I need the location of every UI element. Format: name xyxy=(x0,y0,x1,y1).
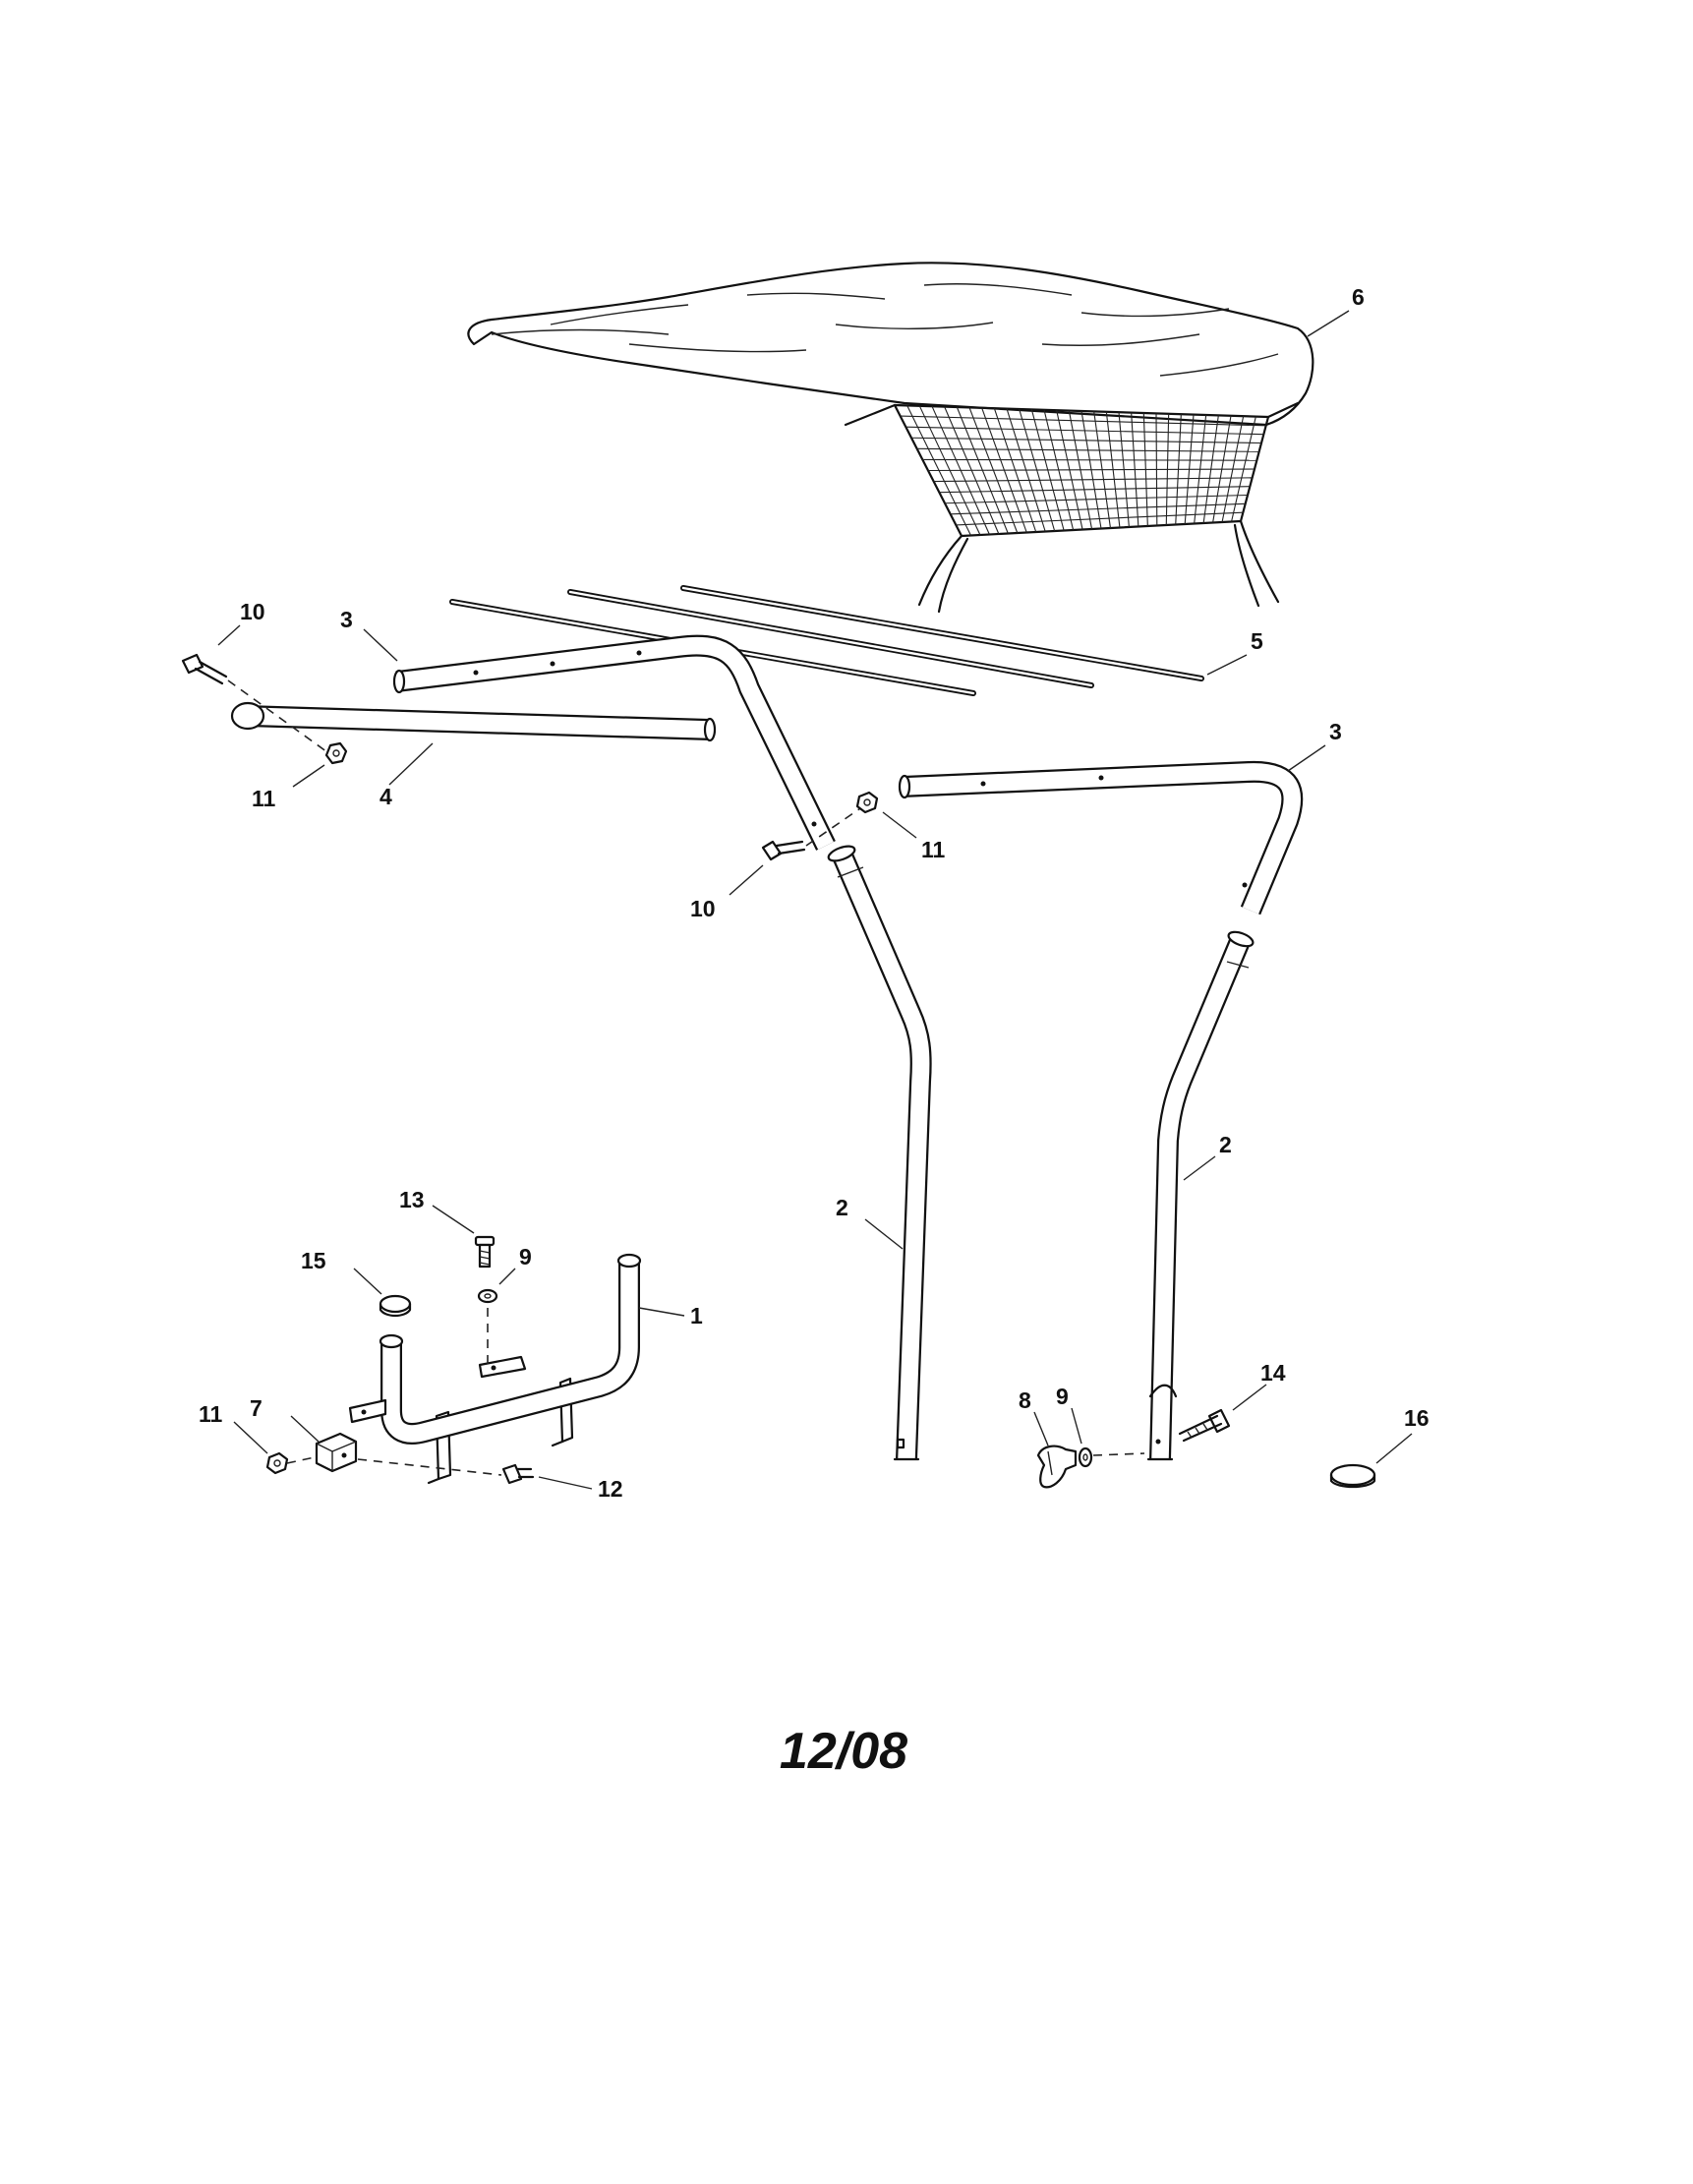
leader-line-16 xyxy=(1375,1433,1413,1464)
nut-mid-part xyxy=(855,791,879,814)
leader-line-12 xyxy=(538,1476,593,1490)
canopy-mesh xyxy=(900,405,1266,536)
callout-2-left: 2 xyxy=(836,1195,848,1220)
leader-line-10-mid xyxy=(729,864,764,896)
bolt-left-part xyxy=(181,653,228,685)
bracket-part xyxy=(315,1432,358,1473)
bolt-long-part xyxy=(1178,1408,1231,1443)
leader-line-13 xyxy=(432,1205,475,1234)
bolt-mid-part xyxy=(761,840,806,861)
bolt-short-part xyxy=(474,1235,496,1269)
canopy-part xyxy=(467,262,1314,614)
cap-large-part xyxy=(1329,1463,1376,1489)
leader-line-2-right xyxy=(1183,1155,1216,1181)
diagram-code: 12/08 xyxy=(780,1723,907,1780)
callout-1: 1 xyxy=(690,1303,703,1328)
leader-line-3-right xyxy=(1287,744,1326,772)
leader-line-10-left xyxy=(217,624,241,646)
upper-bow-right-part xyxy=(898,760,1304,915)
cap-small-part xyxy=(379,1294,412,1318)
leader-line-6 xyxy=(1307,310,1350,337)
callout-2-right: 2 xyxy=(1219,1132,1232,1157)
leader-line-9-knob xyxy=(1071,1407,1082,1445)
nut-left-part xyxy=(324,741,348,765)
leader-line-7 xyxy=(290,1415,320,1443)
callout-11-mid: 11 xyxy=(921,837,946,862)
leader-line-11-base xyxy=(233,1421,268,1454)
bolt-base-part xyxy=(501,1463,535,1485)
leader-line-11-mid xyxy=(882,811,917,839)
leader-line-2-left xyxy=(864,1218,904,1250)
callout-9-base: 9 xyxy=(519,1244,532,1269)
washer-base-part xyxy=(477,1288,498,1304)
spreader-rods-part xyxy=(449,585,1204,696)
callout-4: 4 xyxy=(379,784,392,809)
leader-line-4 xyxy=(388,742,434,786)
leader-line-15 xyxy=(353,1268,382,1295)
leader-line-14 xyxy=(1232,1384,1267,1411)
leader-line-1 xyxy=(638,1307,685,1317)
callout-3-left: 3 xyxy=(340,607,353,632)
assembly-line-mid xyxy=(805,805,864,847)
callout-3-right: 3 xyxy=(1329,719,1342,744)
callout-15: 15 xyxy=(301,1248,326,1273)
assembly-line-nut-base xyxy=(286,1456,316,1464)
callout-9-knob: 9 xyxy=(1056,1384,1069,1409)
leader-line-11-left xyxy=(292,764,325,788)
callout-5: 5 xyxy=(1251,628,1263,654)
leader-line-8 xyxy=(1033,1411,1049,1446)
callout-13: 13 xyxy=(399,1187,425,1212)
leader-line-5 xyxy=(1206,654,1248,676)
callout-11-left: 11 xyxy=(252,786,276,811)
callout-7: 7 xyxy=(250,1395,263,1421)
base-frame-part xyxy=(348,1253,642,1485)
callout-11-base: 11 xyxy=(199,1401,223,1427)
leader-line-3-left xyxy=(363,628,398,662)
knob-part xyxy=(1036,1445,1078,1489)
leader-line-9-base xyxy=(498,1268,516,1285)
callout-8: 8 xyxy=(1019,1387,1031,1413)
cross-tube-part xyxy=(230,701,717,742)
callout-6: 6 xyxy=(1352,284,1365,310)
side-pole-right-part xyxy=(1146,930,1255,1461)
callout-14: 14 xyxy=(1260,1360,1286,1386)
assembly-line-knob xyxy=(1092,1452,1145,1456)
assembly-line-left xyxy=(227,679,335,758)
callout-10-left: 10 xyxy=(240,599,265,624)
upper-bow-left-part xyxy=(392,634,836,851)
assembly-line-bracket xyxy=(357,1458,502,1476)
nut-base-part xyxy=(265,1451,289,1475)
side-pole-left-part xyxy=(827,845,932,1461)
callout-16: 16 xyxy=(1404,1405,1430,1431)
callout-10-mid: 10 xyxy=(690,896,716,921)
callout-12: 12 xyxy=(598,1476,623,1502)
washer-knob-part xyxy=(1078,1446,1093,1468)
